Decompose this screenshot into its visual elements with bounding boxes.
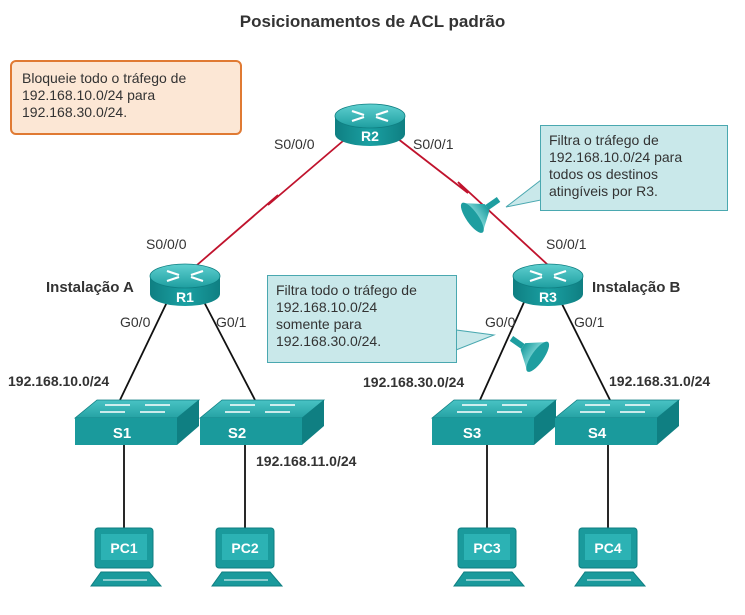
switch-s2: S2 xyxy=(198,399,326,445)
site-label-b: Instalação B xyxy=(592,279,681,296)
router-label: R1 xyxy=(176,289,194,305)
network-label-s3: 192.168.30.0/24 xyxy=(363,374,464,390)
router-r3: R3 xyxy=(512,263,584,306)
link-r3-s4 xyxy=(559,299,611,401)
network-label-s4: 192.168.31.0/24 xyxy=(609,373,710,389)
site-label-a: Instalação A xyxy=(46,279,134,296)
pc-pc2: PC2 xyxy=(211,527,284,587)
interface-label: G0/0 xyxy=(120,314,151,330)
switch-label: S1 xyxy=(113,425,131,442)
note-line: somente para xyxy=(276,316,362,332)
router-label: R3 xyxy=(539,289,557,305)
pc-label: PC2 xyxy=(231,540,258,556)
note-line: Filtra o tráfego de xyxy=(549,132,659,148)
serial-link-r2-r3 xyxy=(392,134,549,266)
interface-label: S0/0/1 xyxy=(546,236,587,252)
network-label-s1: 192.168.10.0/24 xyxy=(8,373,109,389)
block-traffic-note: Bloqueie todo o tráfego de 192.168.10.0/… xyxy=(10,60,242,135)
note-line: atingíveis por R3. xyxy=(549,183,658,199)
pc-label: PC3 xyxy=(473,540,500,556)
pc-pc1: PC1 xyxy=(90,527,163,587)
diagram-title: Posicionamentos de ACL padrão xyxy=(239,12,506,31)
router-r1: R1 xyxy=(149,263,221,306)
interface-label: S0/0/0 xyxy=(274,136,315,152)
acl-filter-icon xyxy=(509,335,550,372)
r3-g00-filter-note: Filtra todo o tráfego de 192.168.10.0/24… xyxy=(267,275,457,363)
link-r1-s2 xyxy=(202,299,256,401)
pc-label: PC4 xyxy=(594,540,621,556)
callout-pointer xyxy=(455,329,496,351)
note-line: 192.168.10.0/24 xyxy=(276,299,378,315)
network-label-s2: 192.168.11.0/24 xyxy=(256,453,357,469)
interface-label: G0/0 xyxy=(485,314,516,330)
interface-label: G0/1 xyxy=(216,314,247,330)
switch-s4: S4 xyxy=(553,399,681,445)
note-line: Bloqueie todo o tráfego de xyxy=(22,70,187,86)
interface-label: S0/0/0 xyxy=(146,236,187,252)
serial-link-r1-r2 xyxy=(196,134,351,266)
pc-label: PC1 xyxy=(110,540,137,556)
note-line: todos os destinos xyxy=(549,166,658,182)
router-label: R2 xyxy=(361,128,379,144)
switch-s1: S1 xyxy=(73,399,201,445)
switch-label: S4 xyxy=(588,425,607,442)
interface-label: G0/1 xyxy=(574,314,605,330)
note-line: 192.168.30.0/24. xyxy=(22,104,128,120)
switch-s3: S3 xyxy=(430,399,558,445)
link-r1-s1 xyxy=(119,299,169,401)
note-line: 192.168.10.0/24 para xyxy=(549,149,683,165)
pc-pc3: PC3 xyxy=(453,527,526,587)
acl-filter-icon xyxy=(460,196,501,233)
interface-label: S0/0/1 xyxy=(413,136,454,152)
pc-pc4: PC4 xyxy=(574,527,647,587)
note-line: Filtra todo o tráfego de xyxy=(276,282,417,298)
callout-pointer xyxy=(505,178,542,208)
note-line: 192.168.10.0/24 para xyxy=(22,87,156,103)
switch-label: S2 xyxy=(228,425,246,442)
router-r2: R2 xyxy=(334,103,406,146)
note-line: 192.168.30.0/24. xyxy=(276,333,382,349)
switch-label: S3 xyxy=(463,425,481,442)
r3-filter-note: Filtra o tráfego de 192.168.10.0/24 para… xyxy=(540,125,728,211)
link-r3-s3 xyxy=(479,299,526,401)
